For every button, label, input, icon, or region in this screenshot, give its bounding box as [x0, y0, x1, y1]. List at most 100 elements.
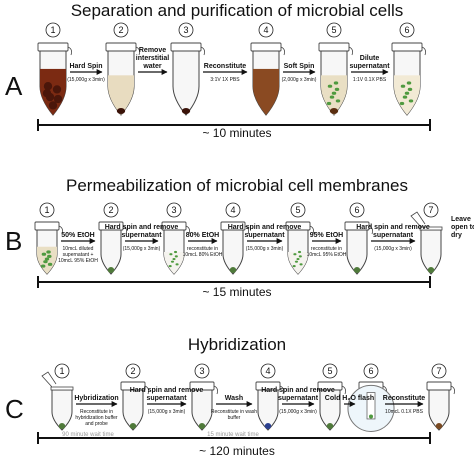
cell-dot — [297, 250, 302, 254]
tube-hinge — [213, 385, 218, 395]
tube-cap — [170, 42, 202, 52]
step-label: Wash — [225, 395, 243, 402]
cell-dot — [298, 255, 302, 258]
cell-dot — [402, 95, 408, 99]
step-sublabel: reconstitute in — [311, 246, 342, 252]
step-label: Hard spin and remove — [130, 387, 204, 394]
step-number: 5 — [327, 366, 332, 376]
tube — [120, 381, 149, 431]
step-label: Hard spin and remove — [228, 224, 302, 231]
step-label: Soft Spin — [284, 63, 315, 70]
step-label: Hard spin and remove — [105, 224, 179, 231]
tube-hinge — [309, 225, 314, 235]
cell-dot — [169, 253, 173, 256]
step-label: Dilute — [360, 55, 380, 62]
step-sublabel: (15,000g x 3min) — [123, 246, 161, 252]
tube-rim — [50, 386, 74, 391]
step-number: 6 — [404, 25, 409, 35]
cell-clump — [42, 89, 52, 98]
magnified-tube — [366, 392, 376, 420]
step-sublabel: 10mcL 0.1X PBS — [385, 409, 424, 415]
panel-b-title: Permeabilization of microbial cell membr… — [66, 176, 408, 195]
cell-dot — [334, 87, 340, 91]
step-sublabel: (15,000g x 3min) — [246, 246, 284, 252]
tube-pellet — [129, 423, 137, 429]
step-sublabel: and probe — [85, 421, 108, 427]
step-number: 5 — [331, 25, 336, 35]
tube-pellet — [58, 423, 66, 429]
cell-dot — [293, 253, 297, 256]
tube-pellet — [181, 108, 191, 114]
tube-hinge — [122, 225, 127, 235]
tube-hinge — [368, 225, 373, 235]
step-label: supernatant — [121, 232, 162, 239]
total-time: ~ 120 minutes — [199, 444, 275, 458]
step-sublabel: hybridization buffer — [75, 415, 117, 421]
tube — [410, 211, 443, 275]
cell-dot — [326, 101, 332, 106]
cell-dot — [333, 81, 339, 85]
step-label: 80% EtOH — [186, 232, 219, 239]
step-number: 6 — [354, 205, 359, 215]
cell-clump — [53, 94, 63, 104]
tube-pellet — [329, 108, 339, 114]
step-sublabel: buffer — [228, 415, 241, 421]
step-sublabel: 10mcL 95% EtOH — [307, 252, 347, 258]
tube-cap — [250, 42, 282, 52]
cell-dot — [400, 84, 406, 88]
cell-dot — [44, 257, 50, 261]
tube-hinge — [450, 385, 455, 395]
step-number-circle — [290, 202, 306, 218]
cell-clump — [48, 101, 58, 110]
tube-body — [222, 229, 244, 275]
tube-cap — [37, 42, 69, 52]
tube-hinge — [135, 46, 140, 56]
step-number-circle — [103, 202, 119, 218]
step-number-circle — [225, 202, 241, 218]
step-label: Hard spin and remove — [356, 224, 430, 231]
step-number-circle — [349, 202, 365, 218]
total-time: ~ 15 minutes — [202, 285, 271, 299]
tube-body — [257, 389, 279, 431]
tube — [170, 42, 205, 116]
step-label: Remove — [139, 47, 166, 54]
step-label: open to — [451, 224, 474, 231]
cell-dot — [327, 84, 333, 88]
step-number-circle — [322, 363, 338, 379]
tube-hinge — [341, 385, 346, 395]
tube-body — [191, 389, 213, 431]
panel-c-title: Hybridization — [188, 335, 286, 354]
step-number-circle — [113, 22, 129, 38]
tube — [220, 221, 249, 275]
tube-body — [51, 389, 73, 431]
step-number: 2 — [108, 205, 113, 215]
cell-dot — [329, 95, 335, 99]
tube — [285, 221, 314, 275]
cell-dot — [299, 263, 303, 266]
tube — [161, 221, 190, 275]
cell-dot — [404, 91, 410, 95]
tube-pellet — [107, 267, 115, 273]
step-label: water — [142, 63, 162, 70]
tube-pellet — [116, 108, 126, 114]
cell-dot — [331, 91, 337, 95]
tube-hinge — [280, 46, 285, 56]
step-number: 6 — [368, 366, 373, 376]
tube-pellet — [326, 423, 334, 429]
tube-liquid — [108, 75, 134, 115]
tube-pellet — [198, 423, 206, 429]
tube-liquid — [37, 246, 57, 274]
cell-dot — [174, 255, 178, 258]
step-sublabel: supernatant + — [63, 252, 94, 258]
step-sublabel: (15,000g x 3min) — [148, 409, 186, 415]
step-sublabel: Reconstitute in wash — [211, 409, 257, 415]
step-label: Reconstitute — [383, 395, 426, 402]
step-number: 1 — [44, 205, 49, 215]
tube-hinge — [144, 385, 149, 395]
tube — [41, 371, 74, 431]
step-number: 3 — [199, 366, 204, 376]
cell-dot — [292, 264, 296, 268]
step-number: 3 — [171, 205, 176, 215]
